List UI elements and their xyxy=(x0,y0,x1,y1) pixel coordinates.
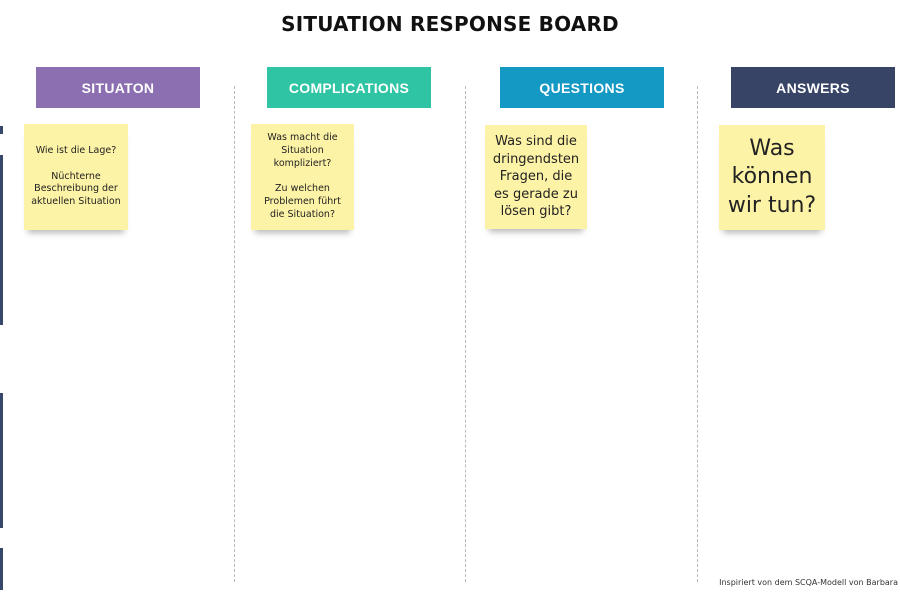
left-edge-bar-lower xyxy=(0,393,3,528)
left-edge-bar-upper xyxy=(0,155,3,325)
board-title: SITUATION RESPONSE BOARD xyxy=(281,12,619,36)
column-header-questions[interactable]: QUESTIONS xyxy=(500,67,664,108)
column-divider xyxy=(465,86,466,582)
sticky-note-answers[interactable]: Was können wir tun? xyxy=(719,125,825,230)
sticky-note-questions[interactable]: Was sind die dringendsten Fragen, die es… xyxy=(485,125,587,229)
sticky-note-complications[interactable]: Was macht die Situation kompliziert? Zu … xyxy=(251,124,354,230)
column-header-complications[interactable]: COMPLICATIONS xyxy=(267,67,431,108)
footer-credit: Inspiriert von dem SCQA-Modell von Barba… xyxy=(719,578,898,587)
column-header-situation[interactable]: SITUATON xyxy=(36,67,200,108)
left-edge-bar-bottom xyxy=(0,548,3,590)
sticky-note-situation[interactable]: Wie ist die Lage? Nüchterne Beschreibung… xyxy=(24,124,128,230)
column-header-answers[interactable]: ANSWERS xyxy=(731,67,895,108)
left-edge-bar-top xyxy=(0,126,3,134)
column-divider xyxy=(697,86,698,582)
column-divider xyxy=(234,86,235,582)
